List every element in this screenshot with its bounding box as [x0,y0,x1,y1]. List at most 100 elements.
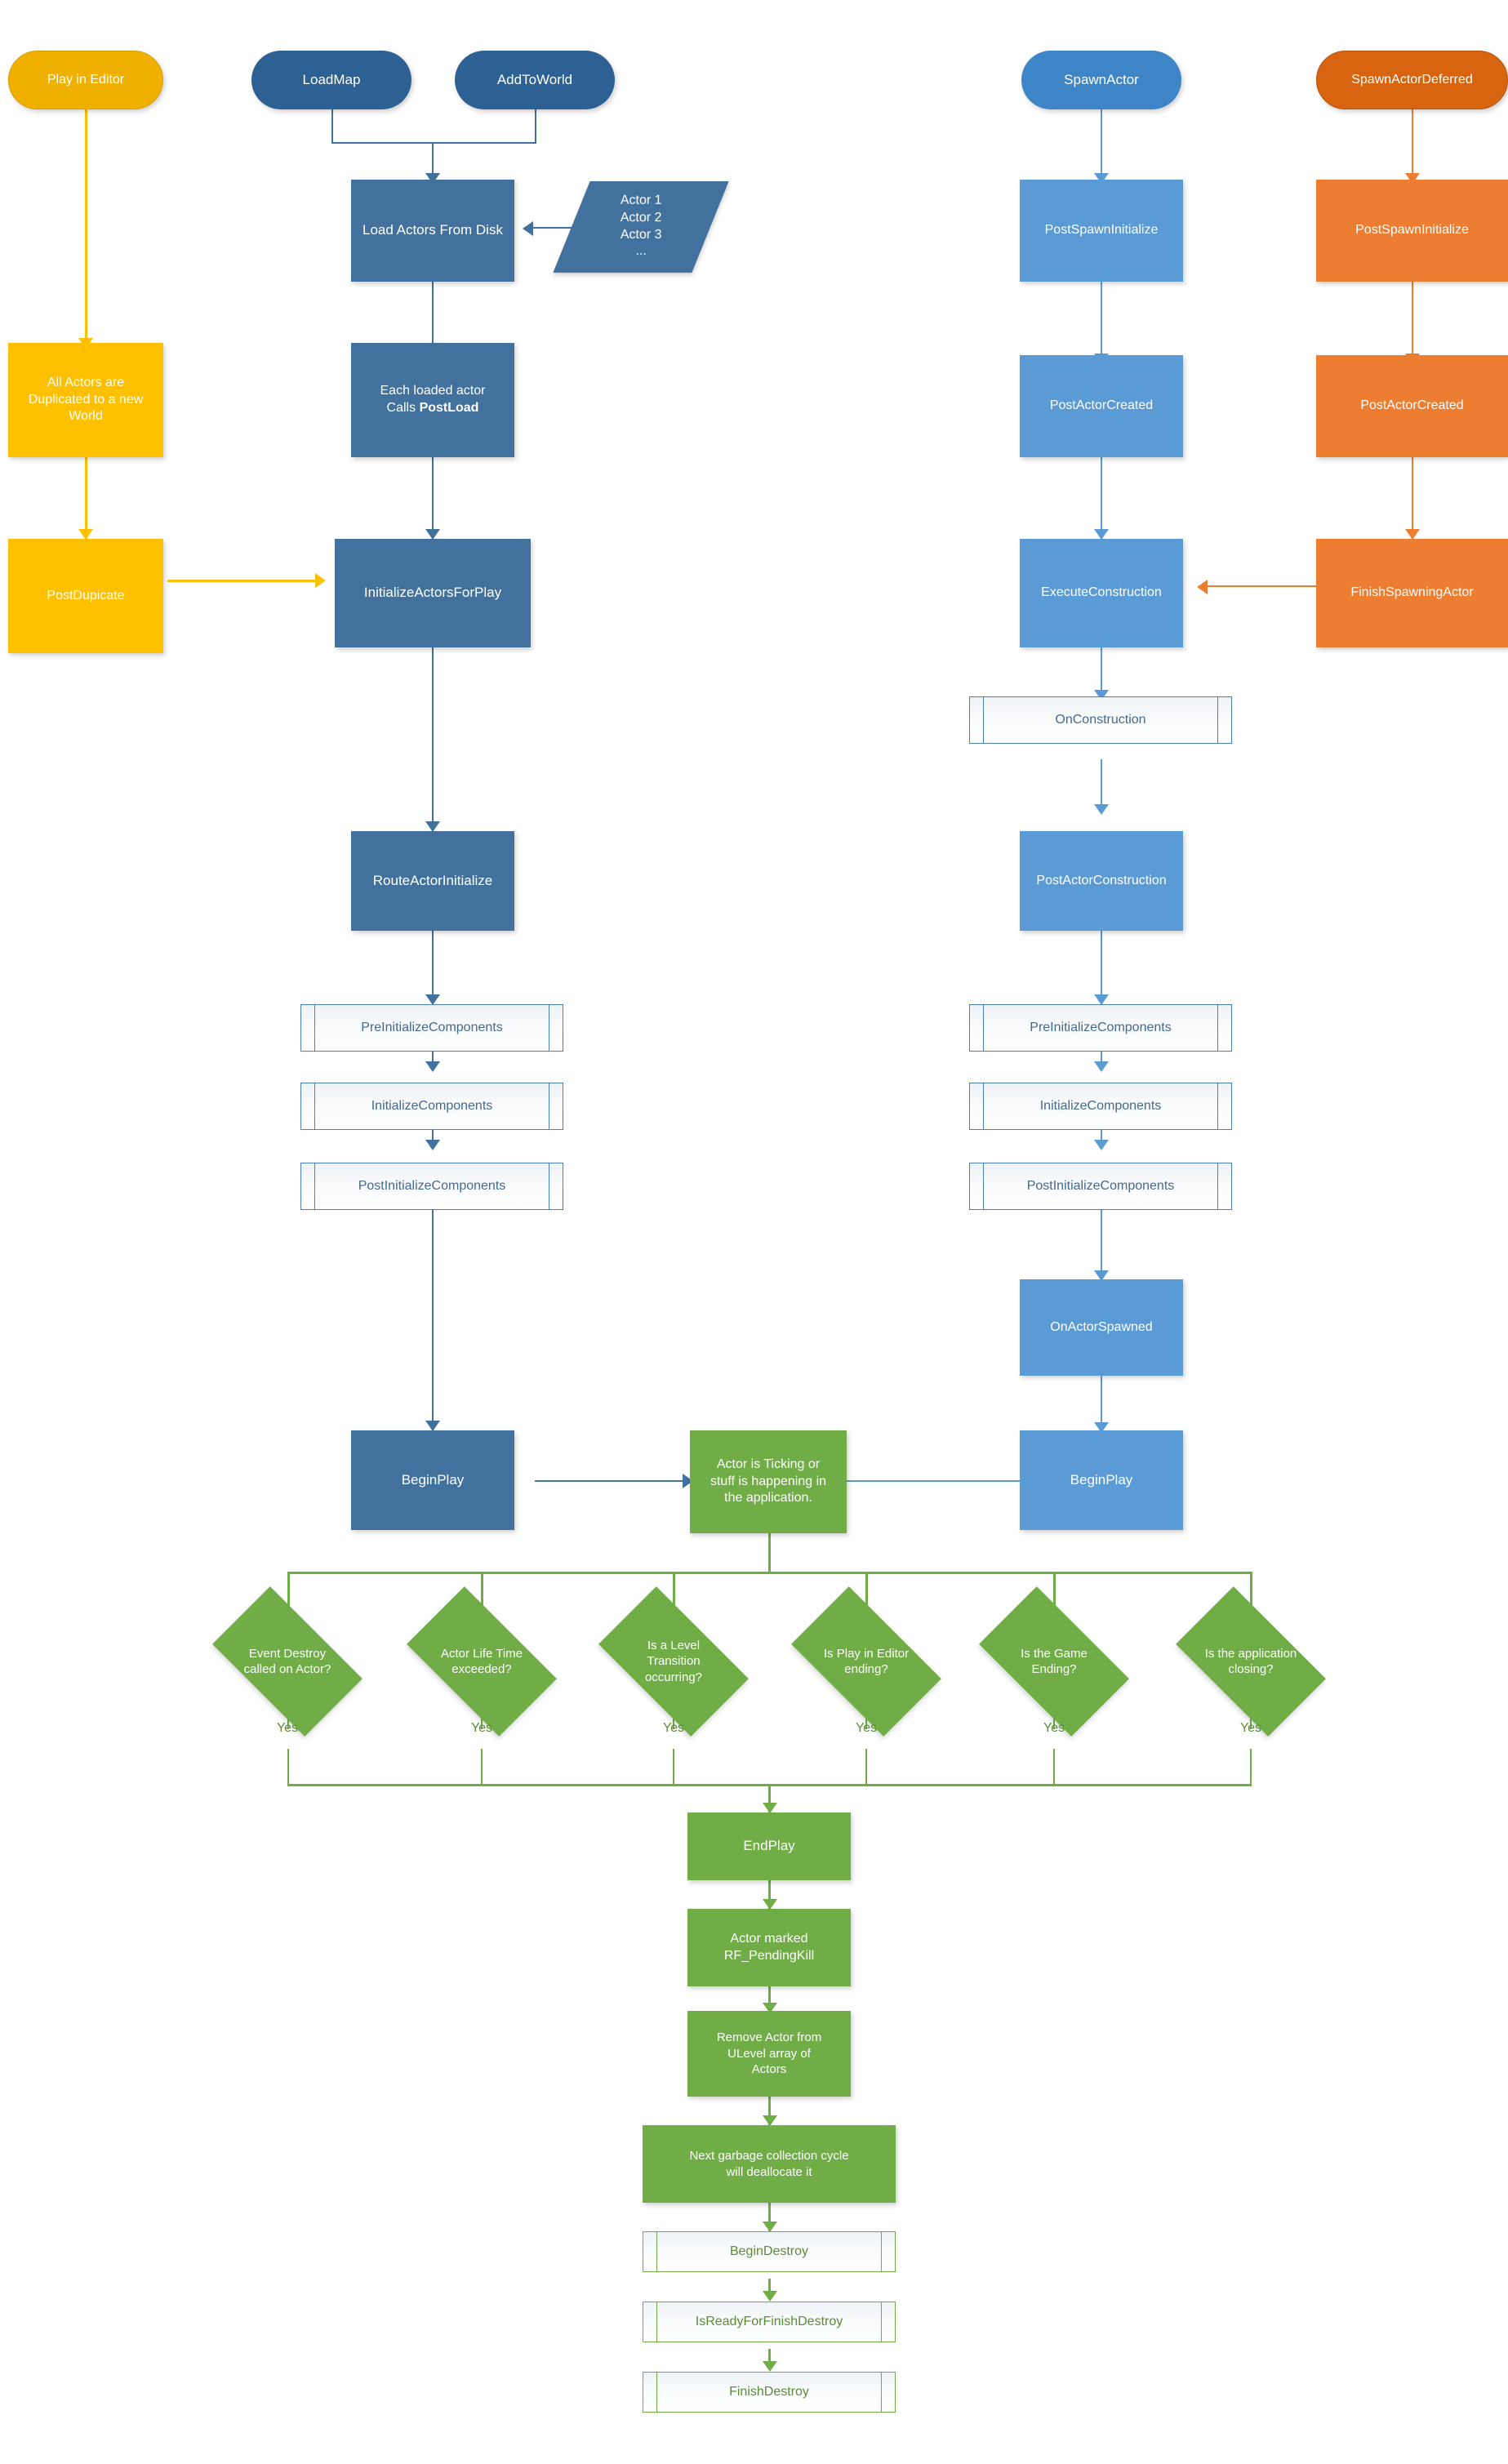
node-initializecomponents-right[interactable]: InitializeComponents [969,1083,1232,1130]
node-actor-marked-pendingkill[interactable]: Actor marked RF_PendingKill [687,1909,851,1986]
edge-loadstart-join [331,142,536,144]
subprocess-right-bar [1217,1083,1218,1129]
node-routeactorinitialize[interactable]: RouteActorInitialize [351,831,514,931]
ticking-line-2: stuff is happening in [710,1474,827,1488]
subprocess-right-bar [881,2373,882,2412]
decision-event-destroy-called[interactable]: Event Destroy called on Actor? [212,1586,363,1737]
edge-preinit-to-init-right [1101,1052,1102,1068]
node-postactorcreated-deferred[interactable]: PostActorCreated [1316,355,1508,457]
arrow-routeactorinitialize-to-preinit [425,994,440,1005]
node-onconstruction[interactable]: OnConstruction [969,696,1232,744]
node-beginplay-right[interactable]: BeginPlay [1020,1430,1183,1530]
edge-postactorcreated-to-executeconstruction [1101,457,1102,539]
decision-game-ending[interactable]: Is the Game Ending? [979,1586,1129,1737]
node-actor-list-label: Actor 1 Actor 2 Actor 3 ... [578,193,704,260]
edge-decision-1-yes-down [481,1749,483,1786]
node-finishdestroy[interactable]: FinishDestroy [643,2372,896,2413]
node-postduplicate[interactable]: PostDupicate [8,539,163,653]
actor-list-item-2: Actor 2 [620,211,662,225]
node-preinitializecomponents-left-label: PreInitializeComponents [361,1020,503,1034]
node-postspawninitialize-deferred[interactable]: PostSpawnInitialize [1316,180,1508,282]
subprocess-left-bar [983,697,984,743]
subprocess-left-bar [314,1083,315,1129]
edge-isready-to-finishdestroy [768,2349,771,2369]
start-spawnactordeferred[interactable]: SpawnActorDeferred [1316,51,1508,109]
start-loadmap-label: LoadMap [302,71,361,87]
start-addtoworld[interactable]: AddToWorld [455,51,615,109]
node-all-actors-duplicated[interactable]: All Actors are Duplicated to a new World [8,343,163,457]
node-onactorspawned[interactable]: OnActorSpawned [1020,1279,1183,1376]
node-preinitializecomponents-right[interactable]: PreInitializeComponents [969,1004,1232,1052]
decision-application-closing[interactable]: Is the application closing? [1176,1586,1326,1737]
decision-play-in-editor-ending[interactable]: Is Play in Editor ending? [791,1586,941,1737]
node-endplay[interactable]: EndPlay [687,1812,851,1880]
decision-level-transition-occurring-label: Is a Level Transition occurring? [615,1638,732,1685]
arrow-gc-to-begindestroy [763,2222,777,2232]
node-postactorconstruction[interactable]: PostActorConstruction [1020,831,1183,931]
decision-1-yes-label: Yes [470,1721,493,1735]
edge-onconstruction-to-postactorconstruction [1101,759,1102,812]
node-executeconstruction[interactable]: ExecuteConstruction [1020,539,1183,647]
node-load-actors-from-disk[interactable]: Load Actors From Disk [351,180,514,282]
node-postinitializecomponents-left[interactable]: PostInitializeComponents [300,1163,563,1210]
node-beginplay-left[interactable]: BeginPlay [351,1430,514,1530]
node-begindestroy[interactable]: BeginDestroy [643,2231,896,2272]
edge-addtoworld-stub [535,109,536,144]
node-initializeactorsforplay-label: InitializeActorsForPlay [363,585,502,601]
arrow-postactorcreated-to-executeconstruction [1094,529,1109,540]
node-actor-list[interactable]: Actor 1 Actor 2 Actor 3 ... [553,181,729,273]
node-all-actors-duplicated-label: All Actors are Duplicated to a new World [28,375,144,424]
postload-line2-plain: Calls [386,401,420,415]
node-postinitializecomponents-right[interactable]: PostInitializeComponents [969,1163,1232,1210]
node-postduplicate-label: PostDupicate [47,588,125,603]
node-actor-is-ticking-label: Actor is Ticking or stuff is happening i… [696,1457,840,1507]
start-play-in-editor[interactable]: Play in Editor [8,51,163,109]
pendingkill-line-1: Actor marked [730,1931,808,1946]
subprocess-right-bar [881,2302,882,2342]
node-initializecomponents-left-label: InitializeComponents [371,1098,493,1113]
node-remove-actor-from-ulevel[interactable]: Remove Actor from ULevel array of Actors [687,2011,851,2097]
node-initializecomponents-left[interactable]: InitializeComponents [300,1083,563,1130]
edge-duplicated-to-postduplicate [85,457,87,539]
node-each-loaded-actor-calls-postload[interactable]: Each loaded actor Calls PostLoad [351,343,514,457]
start-spawnactor-label: SpawnActor [1064,71,1139,87]
arrow-init-to-postinit-left [425,1140,440,1150]
edge-bus-to-decision-3 [865,1572,868,1621]
node-finishdestroy-label: FinishDestroy [729,2384,809,2399]
decision-application-closing-label: Is the application closing? [1192,1646,1310,1677]
node-preinitializecomponents-left[interactable]: PreInitializeComponents [300,1004,563,1052]
edge-decision-4-yes-down [1053,1749,1055,1786]
edge-postload-to-initializeactorsforplay [432,457,434,539]
node-postspawninitialize-spawn[interactable]: PostSpawnInitialize [1020,180,1183,282]
edge-routeactorinitialize-to-preinit [432,931,434,1004]
node-postactorconstruction-label: PostActorConstruction [1036,873,1167,887]
edge-spawnactor-to-postspawninitialize [1101,109,1102,178]
subprocess-left-bar [983,1163,984,1209]
edge-decision-0-yes-down [287,1749,289,1786]
edge-pendingkill-to-removeactor [768,1986,771,2011]
edge-ticking-down [768,1533,771,1574]
decision-actor-life-time-exceeded[interactable]: Actor Life Time exceeded? [407,1586,557,1737]
edge-decision-2-yes-down [673,1749,674,1786]
decision-level-transition-occurring[interactable]: Is a Level Transition occurring? [598,1586,749,1737]
arrow-duplicated-to-postduplicate [78,529,93,540]
subprocess-left-bar [314,1163,315,1209]
start-spawnactor[interactable]: SpawnActor [1021,51,1181,109]
node-remove-actor-from-ulevel-label: Remove Actor from ULevel array of Actors [694,2030,844,2078]
edge-bus-to-decision-5 [1250,1572,1252,1621]
node-initializeactorsforplay[interactable]: InitializeActorsForPlay [335,539,531,647]
actor-list-item-1: Actor 1 [620,193,662,208]
edge-postactorcreated-to-finishspawningactor [1412,457,1413,539]
node-isreadyforfinishdestroy[interactable]: IsReadyForFinishDestroy [643,2302,896,2342]
edge-postspawninitialize-to-postactorcreated-deferred [1412,282,1413,363]
node-finishspawningactor[interactable]: FinishSpawningActor [1316,539,1508,647]
node-next-garbage-collection[interactable]: Next garbage collection cycle will deall… [643,2125,896,2203]
node-actor-is-ticking[interactable]: Actor is Ticking or stuff is happening i… [690,1430,847,1533]
node-postactorcreated-spawn[interactable]: PostActorCreated [1020,355,1183,457]
arrow-onconstruction-to-postactorconstruction [1094,804,1109,815]
removeactor-line-2: ULevel array of [727,2046,811,2061]
start-loadmap[interactable]: LoadMap [251,51,411,109]
edge-postactorconstruction-to-preinit [1101,931,1102,1004]
decision-3-line-2: ending? [844,1662,888,1676]
